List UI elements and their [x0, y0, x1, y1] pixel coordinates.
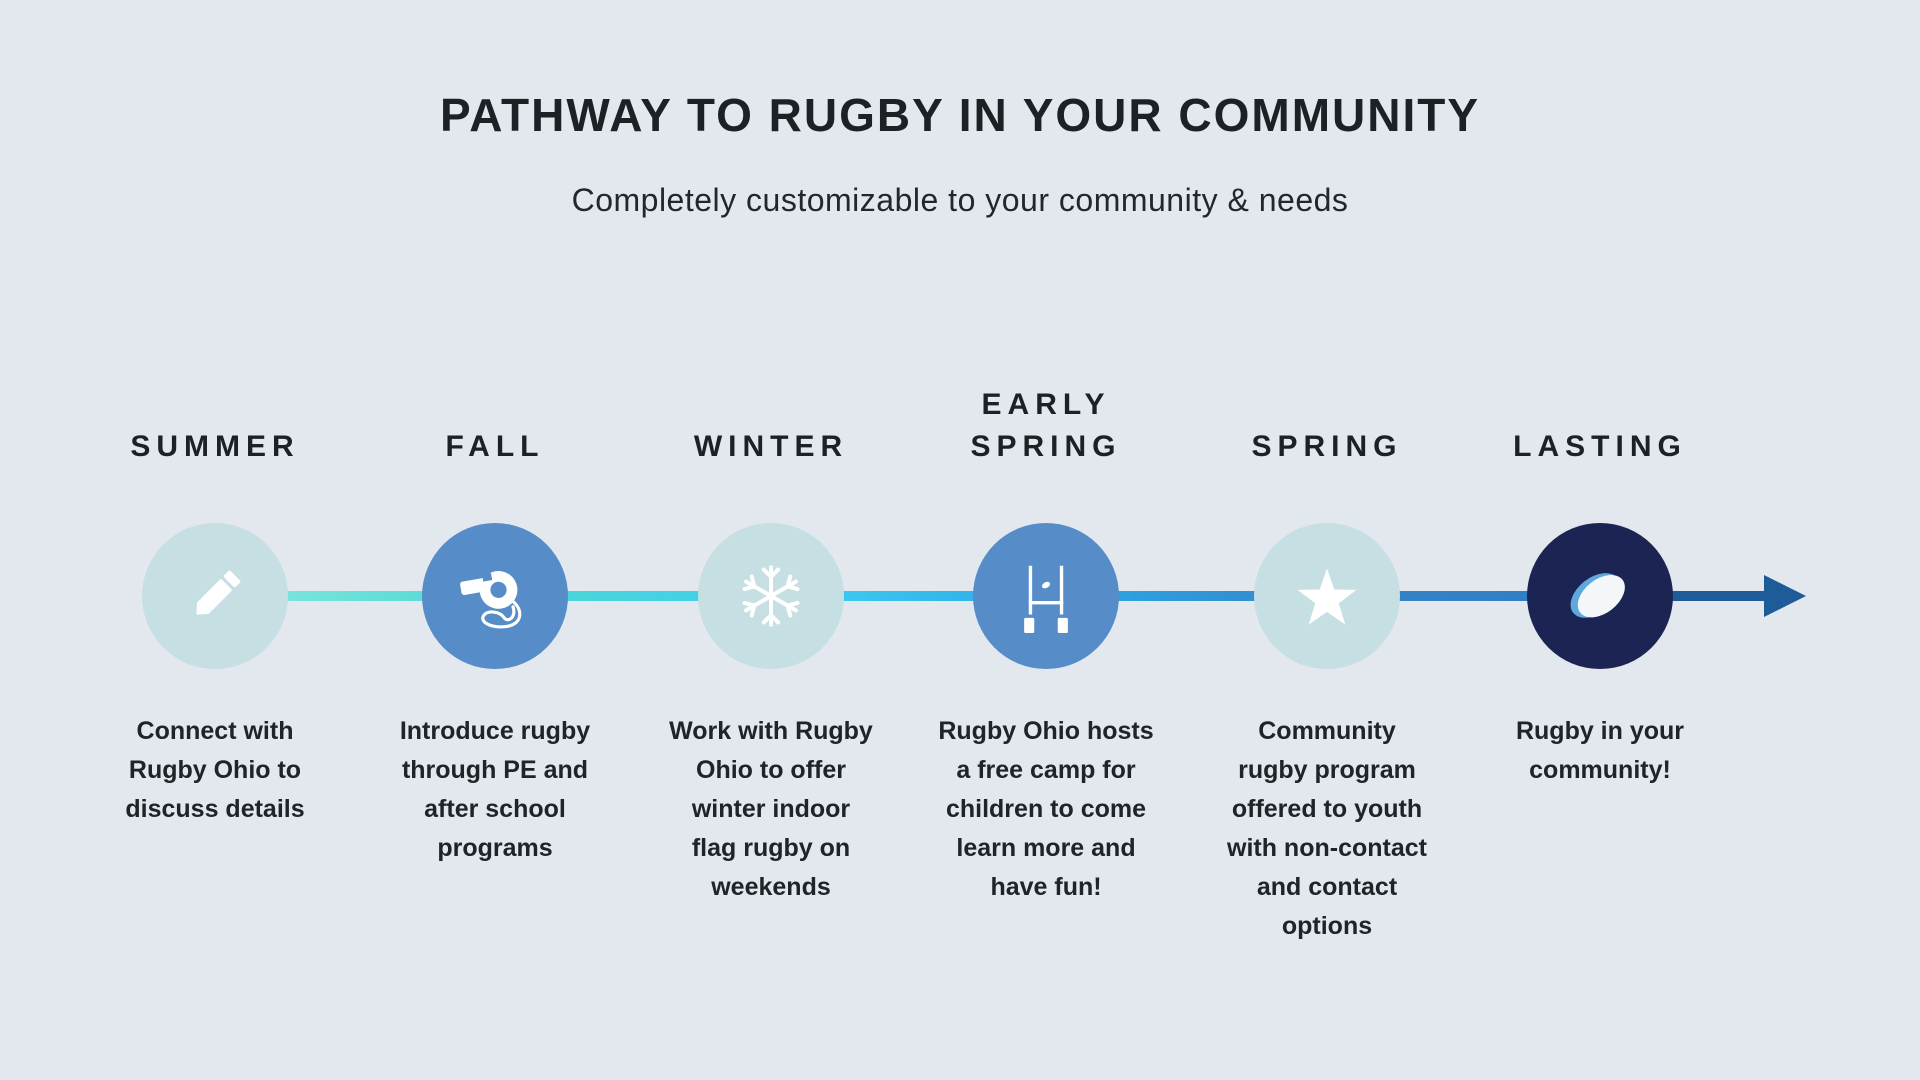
whistle-icon	[460, 571, 522, 629]
stage-description: Work with Rugby Ohio to offer winter ind…	[669, 717, 873, 901]
stage-circle	[1527, 523, 1673, 669]
pencil-icon	[196, 570, 241, 615]
stage-circle	[698, 523, 844, 669]
stage-label: LASTING	[1513, 430, 1687, 463]
page-title: PATHWAY TO RUGBY IN YOUR COMMUNITY	[439, 89, 1481, 141]
stage-label: SPRING	[1251, 430, 1403, 463]
stage-label: EARLY SPRING	[970, 388, 1122, 463]
stage-label: FALL	[445, 430, 545, 463]
stage-description: Rugby Ohio hosts a free camp for childre…	[938, 717, 1154, 901]
stage-description: Community rugby program offered to youth…	[1227, 717, 1427, 940]
stage-circle	[973, 523, 1119, 669]
arrow-head-icon	[1764, 575, 1806, 617]
timeline-line	[215, 591, 1600, 601]
star-icon	[1297, 568, 1357, 625]
timeline-arrow-shaft	[1600, 591, 1766, 601]
snowflake-icon	[740, 565, 802, 627]
stage-description: Connect with Rugby Ohio to discuss detai…	[125, 717, 305, 823]
page-subtitle: Completely customizable to your communit…	[571, 182, 1349, 218]
stage-label: WINTER	[693, 430, 849, 463]
rugby-ball-icon	[1570, 573, 1625, 618]
goalposts-icon	[1024, 565, 1068, 633]
stage-description: Introduce rugby through PE and after sch…	[399, 717, 591, 862]
stage-circle	[422, 523, 568, 669]
stage-label: SUMMER	[130, 430, 300, 463]
stage-description: Rugby in your community!	[1515, 717, 1685, 784]
stage-circle	[142, 523, 288, 669]
stage-circle	[1254, 523, 1400, 669]
